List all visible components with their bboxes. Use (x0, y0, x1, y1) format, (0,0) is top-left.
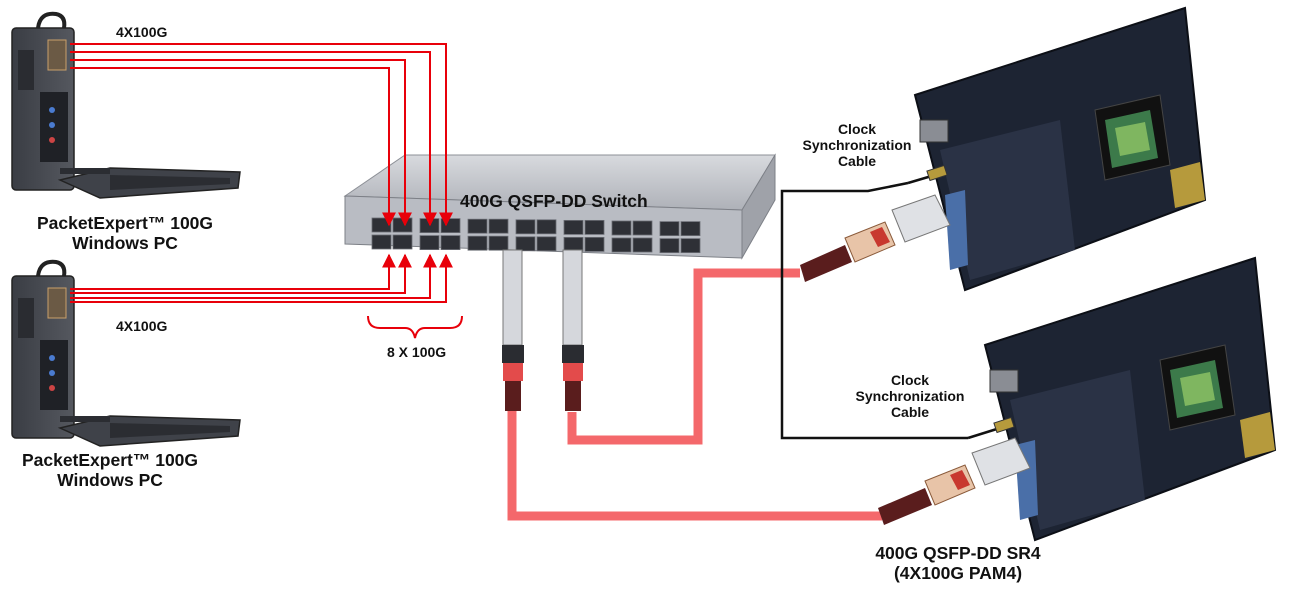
switch-port (536, 236, 557, 252)
optic-plug-top (800, 194, 951, 282)
switch-port (680, 238, 701, 254)
clock-label-bottom: Clock Synchronization Cable (850, 372, 970, 420)
switch-port (584, 236, 605, 252)
switch-port (488, 218, 509, 234)
switch-port (488, 235, 509, 251)
switch-port (563, 219, 584, 235)
red-link-top-2 (70, 51, 437, 227)
red-link-bottom-4 (70, 253, 453, 303)
clock-label-bottom-line3: Cable (890, 404, 930, 421)
ports-group-label: 8 X 100G (387, 344, 447, 360)
fiber-cables (507, 268, 882, 521)
switch-port (536, 219, 557, 235)
pc-label-bottom: PacketExpert™ 100G Windows PC (5, 450, 215, 490)
clock-label-top-line3: Cable (837, 153, 877, 170)
switch-port (467, 235, 488, 251)
switch-port (659, 221, 680, 237)
switch-port (419, 235, 440, 251)
pc-label-bottom-line1: PacketExpert™ 100G (21, 450, 199, 470)
switch-port (611, 220, 632, 236)
switch-port (392, 217, 413, 233)
switch-port (515, 219, 536, 235)
switch-port (632, 237, 653, 253)
switch-port (467, 218, 488, 234)
switch-port (611, 237, 632, 253)
pc-label-top: PacketExpert™ 100G Windows PC (20, 213, 230, 253)
clock-label-top-line1: Clock (837, 121, 877, 137)
red-link-top-1 (70, 43, 453, 227)
optic-label: 400G QSFP-DD SR4 (4X100G PAM4) (868, 543, 1048, 583)
ports-brace (367, 315, 463, 339)
laptop-bottom (11, 259, 241, 447)
qsfp-module-right (562, 249, 584, 411)
switch-port (371, 234, 392, 250)
fiber-to-bottom-card (507, 410, 882, 521)
switch-port (632, 220, 653, 236)
switch-port (584, 219, 605, 235)
link-label-top: 4X100G (116, 24, 168, 40)
red-link-top-3 (70, 59, 412, 227)
red-link-bottom-1 (70, 253, 396, 290)
switch-port (680, 221, 701, 237)
clock-label-bottom-line1: Clock (890, 372, 930, 388)
pcie-card-bottom (983, 256, 1277, 542)
clock-connector-top (926, 164, 948, 182)
link-label-bottom: 4X100G (116, 318, 168, 334)
clock-label-top-line2: Synchronization (802, 137, 912, 154)
red-link-top-4 (70, 67, 396, 227)
optic-plug-bottom (878, 437, 1031, 525)
switch-label: 400G QSFP-DD Switch (460, 191, 648, 211)
red-link-bottom-3 (70, 253, 437, 299)
clock-connector-bottom (993, 416, 1015, 434)
switch-port (515, 236, 536, 252)
optic-label-line2: (4X100G PAM4) (893, 563, 1023, 584)
pcie-card-top (913, 6, 1207, 292)
red-link-bottom-2 (70, 253, 412, 294)
pc-label-bottom-line2: Windows PC (57, 470, 163, 491)
optic-label-line1: 400G QSFP-DD SR4 (875, 543, 1041, 563)
clock-label-top: Clock Synchronization Cable (797, 121, 917, 169)
switch-port (440, 218, 461, 234)
qsfp-dd-switch (343, 153, 776, 260)
switch-port (392, 234, 413, 250)
fiber-to-top-card (567, 268, 800, 445)
switch-port (659, 238, 680, 254)
qsfp-module-left (502, 249, 524, 411)
switch-port (563, 236, 584, 252)
switch-port (440, 235, 461, 251)
pc-label-top-line1: PacketExpert™ 100G (36, 213, 214, 233)
red-links-group (70, 43, 453, 303)
pc-label-top-line2: Windows PC (72, 233, 178, 254)
clock-label-bottom-line2: Synchronization (855, 388, 965, 405)
laptop-top (11, 11, 241, 199)
